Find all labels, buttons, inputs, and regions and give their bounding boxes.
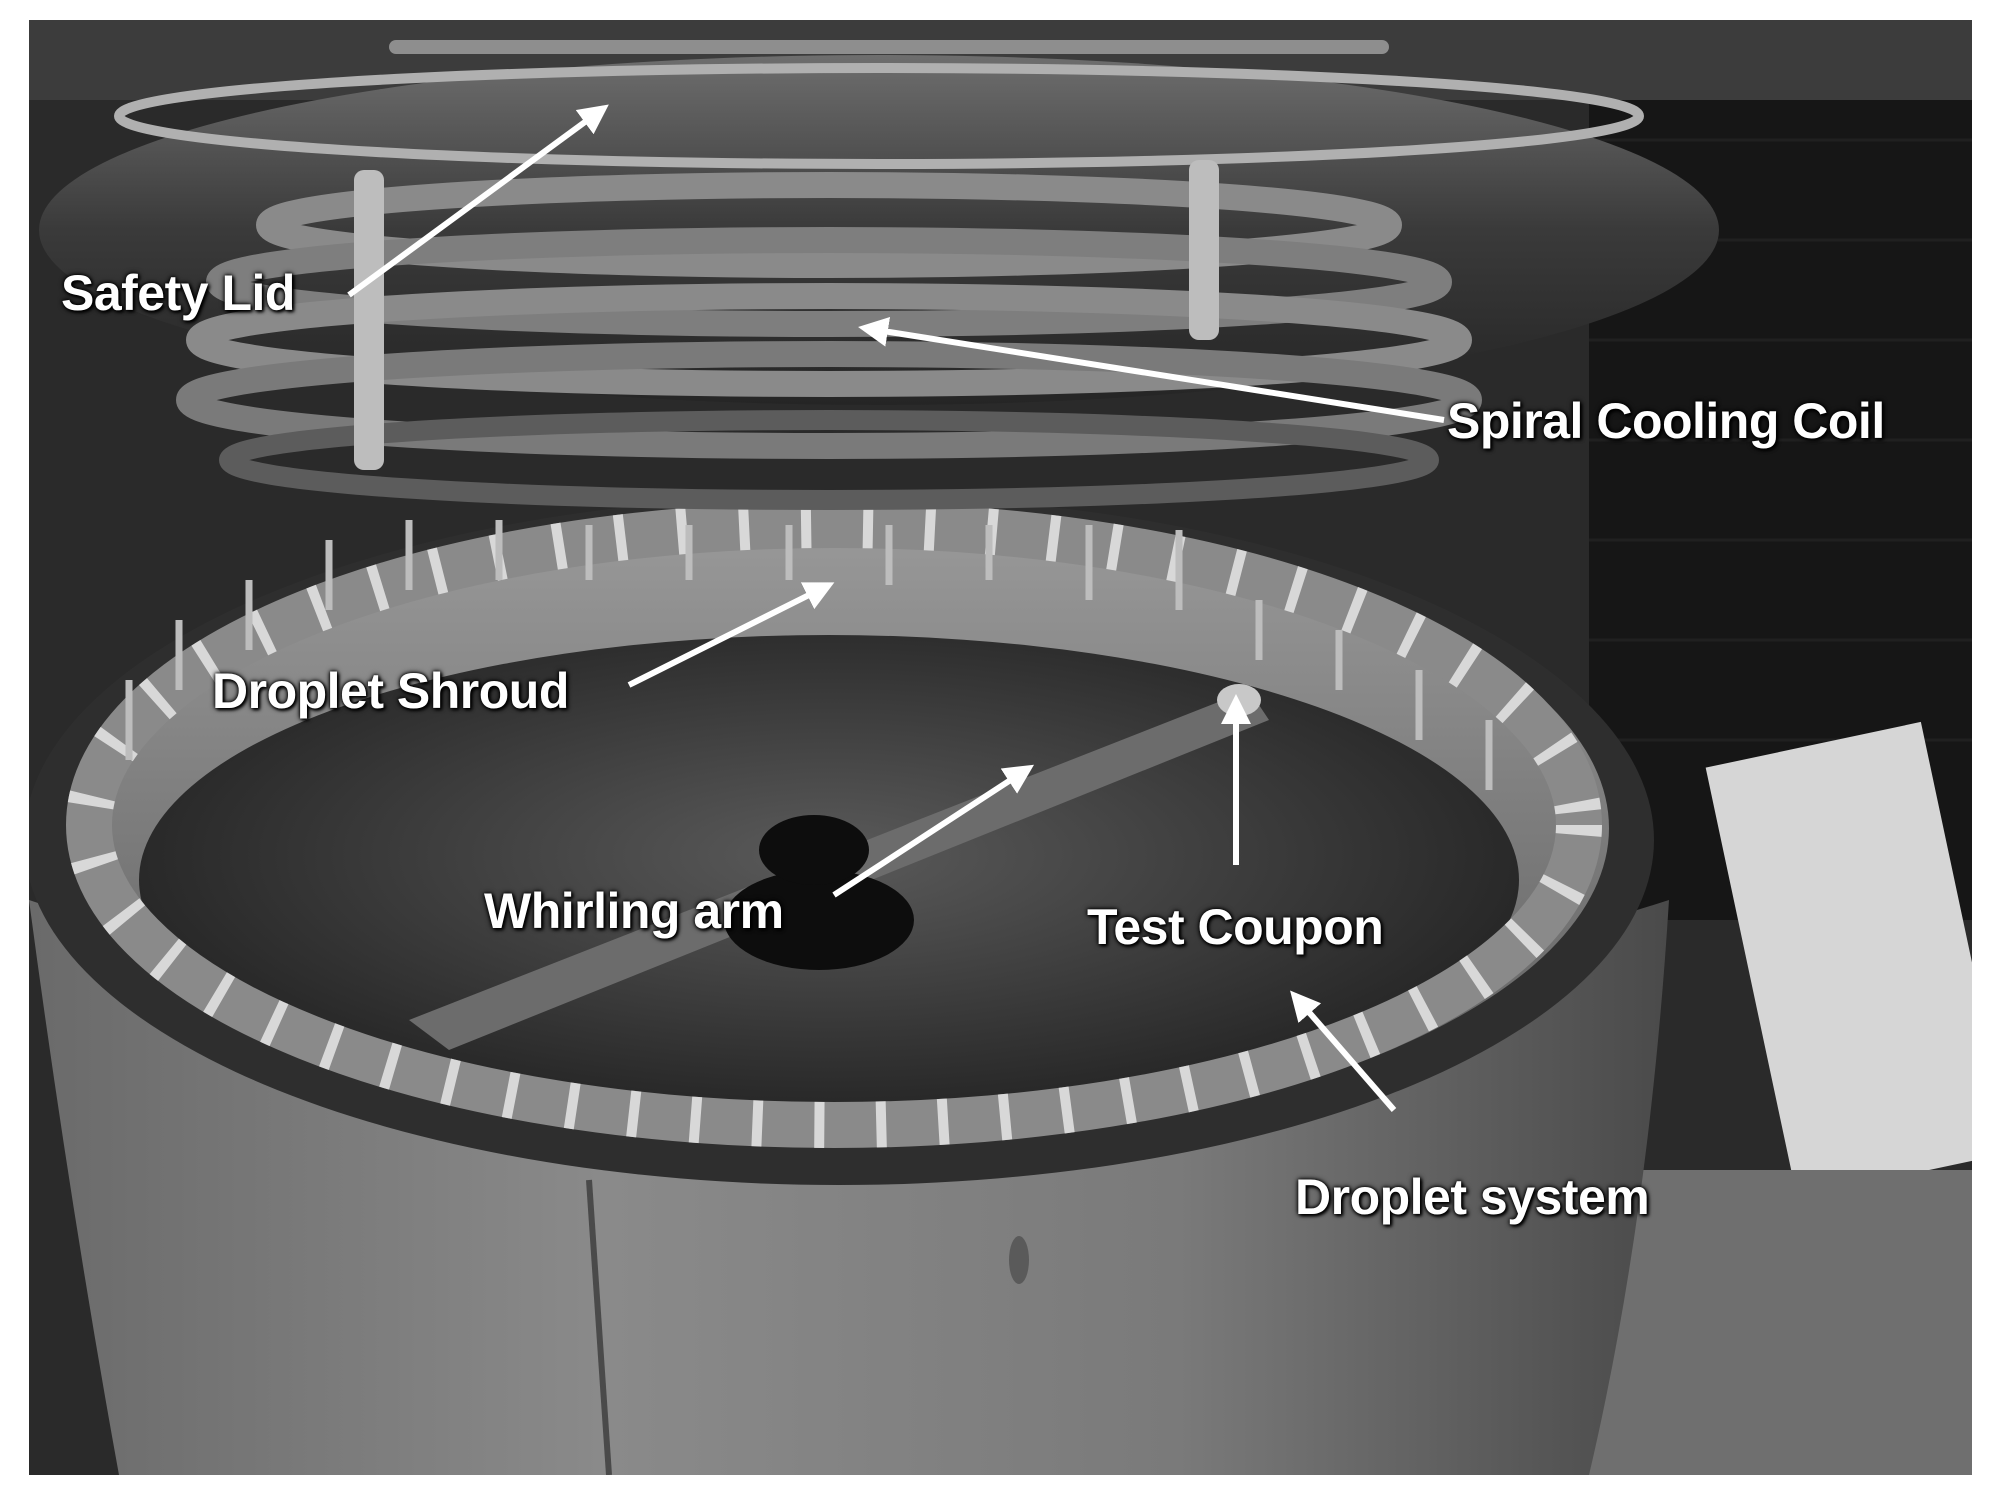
spiral-cooling-coil-shape (176, 172, 1482, 510)
wall-handle (1009, 1236, 1029, 1284)
label-safety-lid: Safety Lid (61, 265, 295, 321)
test-coupon-shape (1217, 684, 1261, 716)
label-test-coupon: Test Coupon (1087, 899, 1384, 955)
label-whirling-arm: Whirling arm (484, 883, 784, 939)
label-droplet-system: Droplet system (1295, 1169, 1650, 1225)
control-box (1705, 721, 1972, 1199)
label-droplet-shroud: Droplet Shroud (212, 663, 569, 719)
lid-rim-highlight (114, 63, 1644, 169)
apparatus-photo: Safety Lid Spiral Cooling Coil Droplet S… (29, 20, 1972, 1475)
wall-seam (586, 1179, 612, 1475)
droplet-system-ring-clips (66, 502, 1602, 1148)
droplet-needles (125, 520, 1493, 790)
label-spiral-cooling-coil: Spiral Cooling Coil (1447, 393, 1885, 449)
lid-handle-bar (389, 40, 1389, 54)
apparatus-scene (29, 20, 1972, 1475)
arm-hub-top (759, 815, 869, 885)
